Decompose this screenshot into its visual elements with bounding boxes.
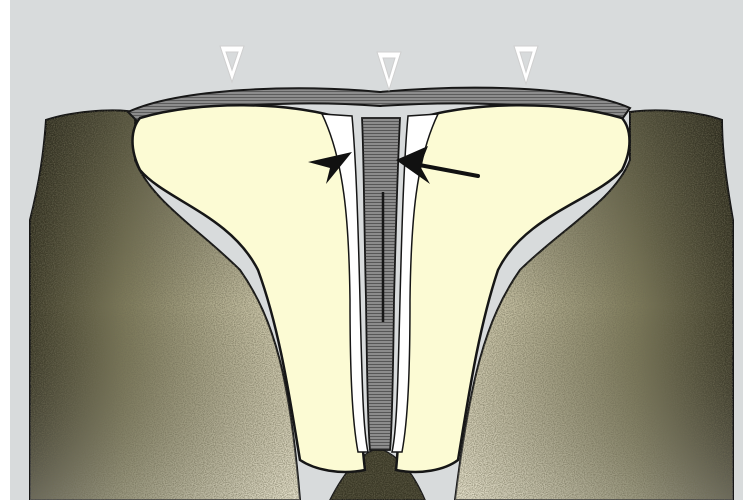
anatomical-illustration (0, 0, 743, 500)
illustration-svg (0, 0, 743, 500)
